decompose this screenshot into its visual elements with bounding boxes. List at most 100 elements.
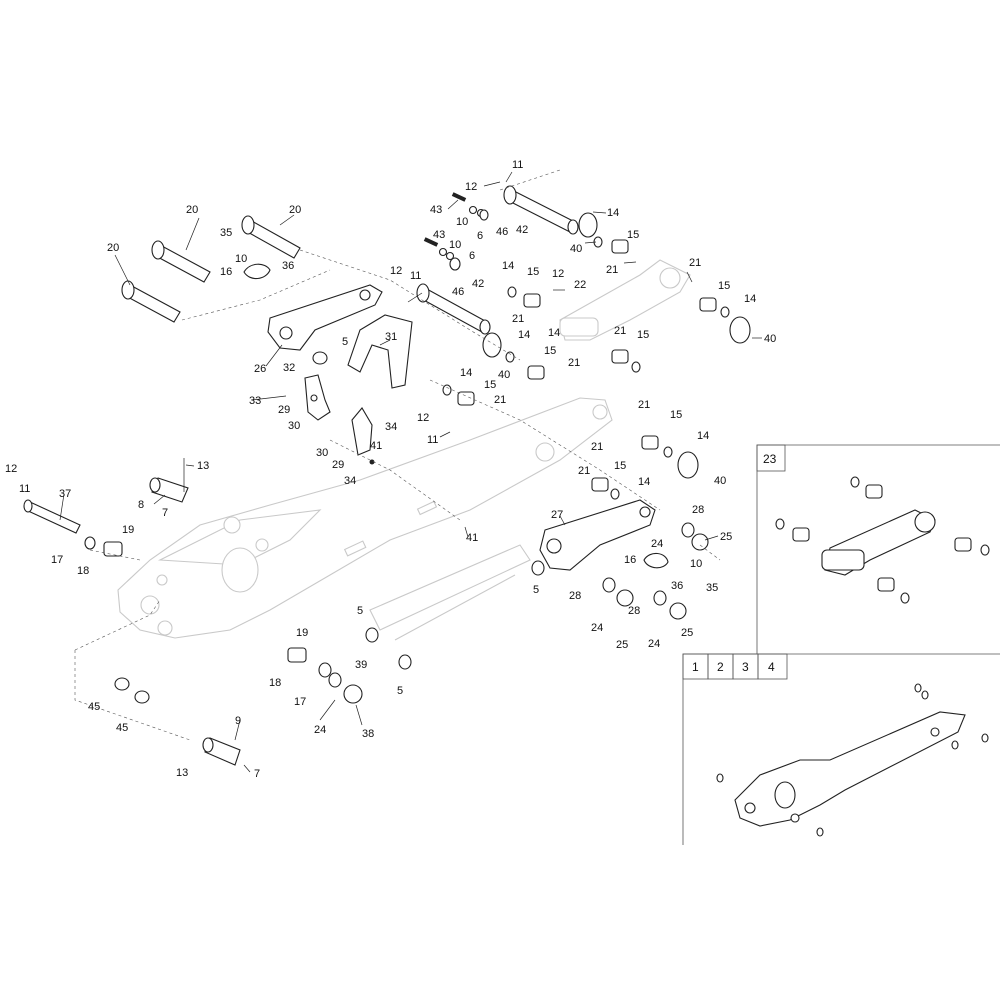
callout-34: 34: [385, 421, 397, 433]
callout-42: 42: [516, 224, 528, 236]
detail-box-label: 23: [763, 452, 777, 466]
callout-21: 21: [591, 441, 603, 453]
callout-leaders: [59, 171, 762, 773]
callout-27: 27: [551, 509, 563, 521]
callout-14: 14: [638, 476, 650, 488]
callout-30: 30: [316, 447, 328, 459]
callout-34: 34: [344, 475, 356, 487]
boom-overview: [716, 683, 989, 837]
callout-30: 30: [288, 420, 300, 432]
callout-21: 21: [606, 264, 618, 276]
callout-7: 7: [162, 507, 168, 519]
callout-24: 24: [314, 724, 326, 736]
callout-40: 40: [764, 333, 776, 345]
overview-tab-2: 2: [717, 660, 724, 674]
callout-26: 26: [254, 363, 266, 375]
callout-43: 43: [433, 229, 445, 241]
callout-18: 18: [77, 565, 89, 577]
callout-7: 7: [254, 768, 260, 780]
callout-5: 5: [397, 685, 403, 697]
callout-19: 19: [296, 627, 308, 639]
boom-ghost: [117, 397, 613, 641]
callout-labels: 11 12 43 10 6 46 42 40 14 15 21 43 10 6 …: [5, 159, 776, 780]
callout-15: 15: [718, 280, 730, 292]
callout-12: 12: [417, 412, 429, 424]
callout-15: 15: [614, 460, 626, 472]
callout-24: 24: [651, 538, 663, 550]
callout-6: 6: [469, 250, 475, 262]
callout-45: 45: [88, 701, 100, 713]
pin-42-upper: [503, 185, 579, 235]
bracket-31: [347, 314, 413, 389]
callout-28: 28: [569, 590, 581, 602]
overview-tab-3: 3: [742, 660, 749, 674]
callout-36: 36: [671, 580, 683, 592]
callout-16: 16: [220, 266, 232, 278]
callout-25: 25: [616, 639, 628, 651]
callout-21: 21: [568, 357, 580, 369]
callout-21: 21: [638, 399, 650, 411]
callout-28: 28: [628, 605, 640, 617]
callout-15: 15: [637, 329, 649, 341]
overview-box: 1 2 3 4: [682, 653, 1000, 845]
callout-17: 17: [51, 554, 63, 566]
hardware-stack-upper: [451, 192, 489, 221]
link-23: [775, 476, 990, 604]
bracket-34: [351, 407, 375, 465]
bushings-14-15: [84, 236, 730, 678]
callout-14: 14: [460, 367, 472, 379]
callout-20: 20: [289, 204, 301, 216]
callout-10: 10: [456, 216, 468, 228]
callout-31: 31: [385, 331, 397, 343]
callout-13: 13: [176, 767, 188, 779]
callout-24: 24: [591, 622, 603, 634]
callout-9: 9: [235, 715, 241, 727]
callout-42: 42: [472, 278, 484, 290]
detail-box-23: 23: [756, 444, 1000, 654]
bracket-27: [539, 499, 656, 571]
callout-14: 14: [518, 329, 530, 341]
callout-33: 33: [249, 395, 261, 407]
callout-15: 15: [627, 229, 639, 241]
callout-13: 13: [197, 460, 209, 472]
callout-38: 38: [362, 728, 374, 740]
callout-12: 12: [5, 463, 17, 475]
oring-40-a: [578, 212, 598, 238]
callout-16: 16: [624, 554, 636, 566]
callout-24: 24: [648, 638, 660, 650]
callout-25: 25: [681, 627, 693, 639]
nuts-washers: [114, 522, 709, 704]
callout-10: 10: [235, 253, 247, 265]
callout-21: 21: [494, 394, 506, 406]
callout-17: 17: [294, 696, 306, 708]
callout-15: 15: [527, 266, 539, 278]
assembly-lines: [74, 169, 721, 741]
callout-12: 12: [390, 265, 402, 277]
callout-14: 14: [607, 207, 619, 219]
callout-20: 20: [107, 242, 119, 254]
overview-tab-4: 4: [768, 660, 775, 674]
overview-tab-1: 1: [692, 660, 699, 674]
callout-45: 45: [116, 722, 128, 734]
callout-8: 8: [138, 499, 144, 511]
callout-6: 6: [477, 230, 483, 242]
callout-40: 40: [714, 475, 726, 487]
callout-10: 10: [690, 558, 702, 570]
callout-40: 40: [570, 243, 582, 255]
callout-41: 41: [466, 532, 478, 544]
pin-8: [149, 458, 189, 503]
oring-40-d: [677, 451, 699, 479]
callout-11: 11: [19, 483, 30, 495]
callout-35: 35: [220, 227, 232, 239]
callout-40: 40: [498, 369, 510, 381]
callout-37: 37: [59, 488, 71, 500]
callout-11: 11: [410, 270, 421, 282]
callout-43: 43: [430, 204, 442, 216]
callout-21: 21: [578, 465, 590, 477]
callout-21: 21: [689, 257, 701, 269]
callout-12: 12: [552, 268, 564, 280]
callout-18: 18: [269, 677, 281, 689]
callout-25: 25: [720, 531, 732, 543]
callout-32: 32: [283, 362, 295, 374]
callout-29: 29: [278, 404, 290, 416]
